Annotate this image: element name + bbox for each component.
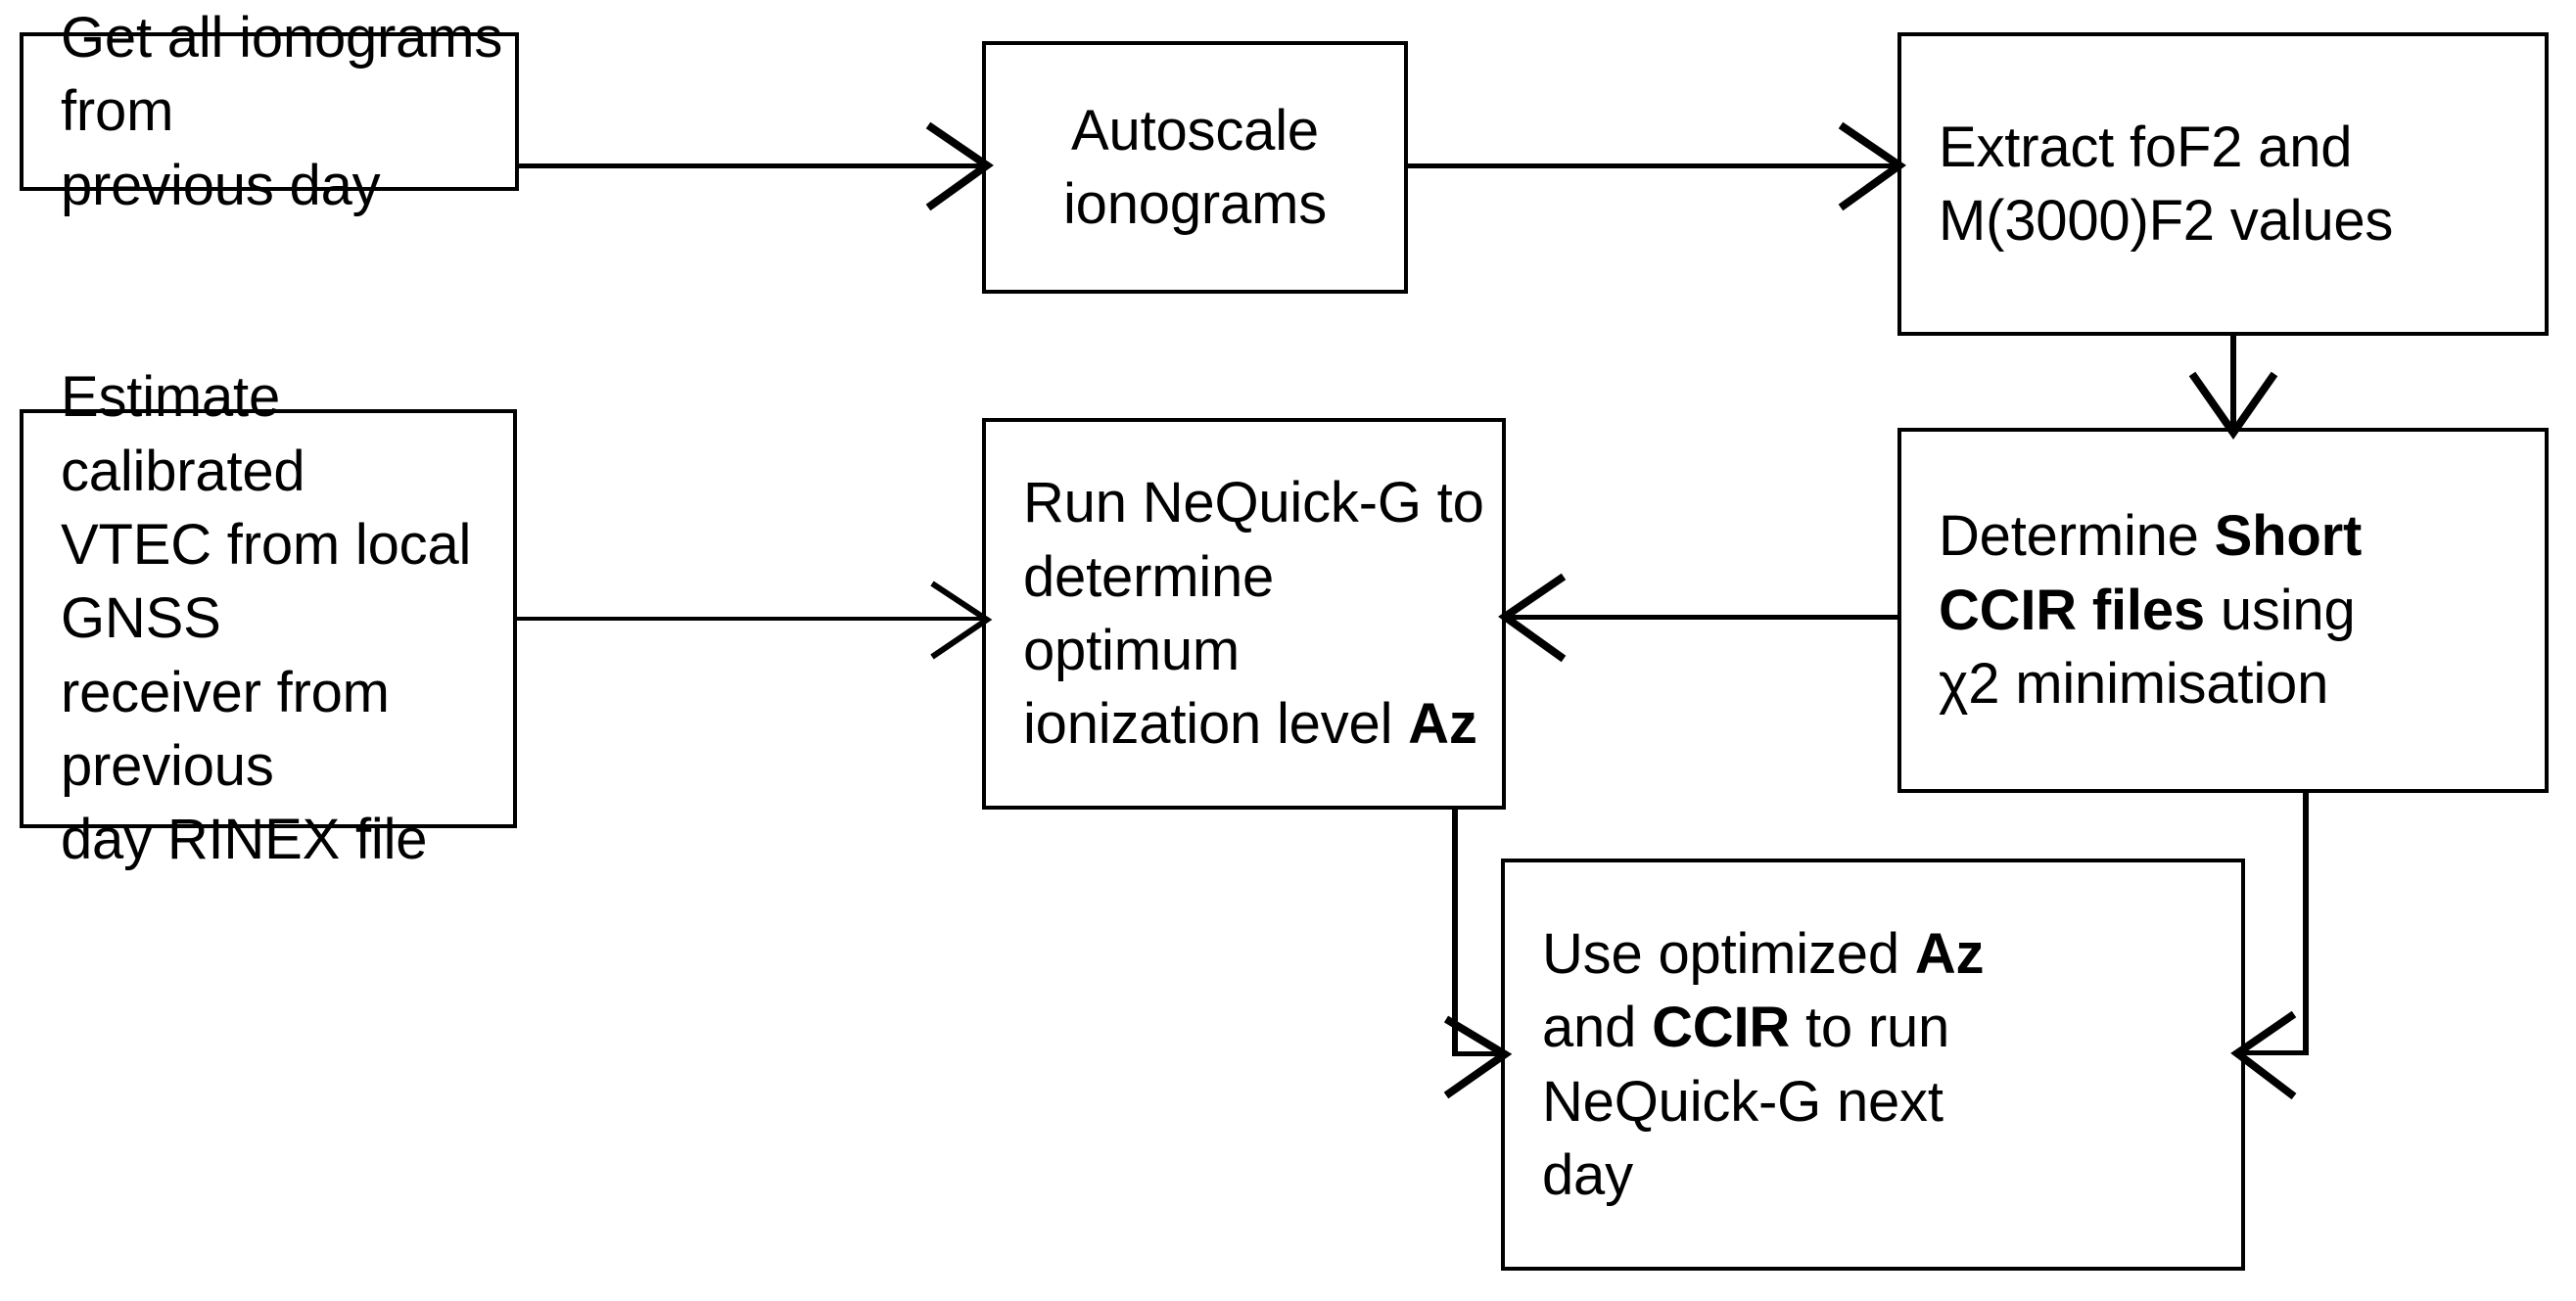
edge-ccir-to-use-hline (2240, 1050, 2309, 1055)
node-get-ionograms[interactable]: Get all ionograms from previous day (20, 6, 519, 217)
edge-autoscale-to-extract-line (1408, 163, 1902, 168)
node-autoscale-ionograms[interactable]: Autoscale ionograms (982, 41, 1408, 294)
edge-ccir-to-use-vline (2303, 793, 2309, 1055)
edge-autoscale-to-extract-arrowhead (1838, 121, 1906, 211)
edge-get-to-autoscale-line (519, 163, 987, 168)
edge-get-to-autoscale-arrowhead (925, 121, 994, 211)
node-estimate-vtec[interactable]: Estimate calibrated VTEC from local GNSS… (20, 365, 517, 871)
node-extract-fof2-label: Extract foF2 and M(3000)F2 values (1939, 115, 2394, 253)
node-estimate-vtec-label: Estimate calibrated VTEC from local GNSS… (61, 365, 472, 872)
edge-ccir-to-use-arrowhead (2230, 1010, 2297, 1100)
edge-nequick-to-use-hline (1452, 1051, 1507, 1056)
edge-extract-to-ccir-arrowhead (2188, 371, 2278, 440)
edge-extract-to-ccir-line (2230, 336, 2236, 430)
edge-vtec-to-nequick-arrowhead (930, 581, 993, 660)
edge-vtec-to-nequick-line (517, 617, 987, 621)
node-autoscale-ionograms-label: Autoscale ionograms (1063, 98, 1327, 236)
edge-ccir-to-nequick-line (1506, 615, 1902, 620)
edge-nequick-to-use-vline (1452, 810, 1458, 1056)
node-get-ionograms-label: Get all ionograms from previous day (61, 5, 503, 217)
edge-ccir-to-nequick-arrowhead (1498, 573, 1567, 663)
edge-nequick-to-use-arrowhead (1443, 1015, 1513, 1099)
node-extract-fof2[interactable]: Extract foF2 and M(3000)F2 values (1897, 32, 2549, 336)
